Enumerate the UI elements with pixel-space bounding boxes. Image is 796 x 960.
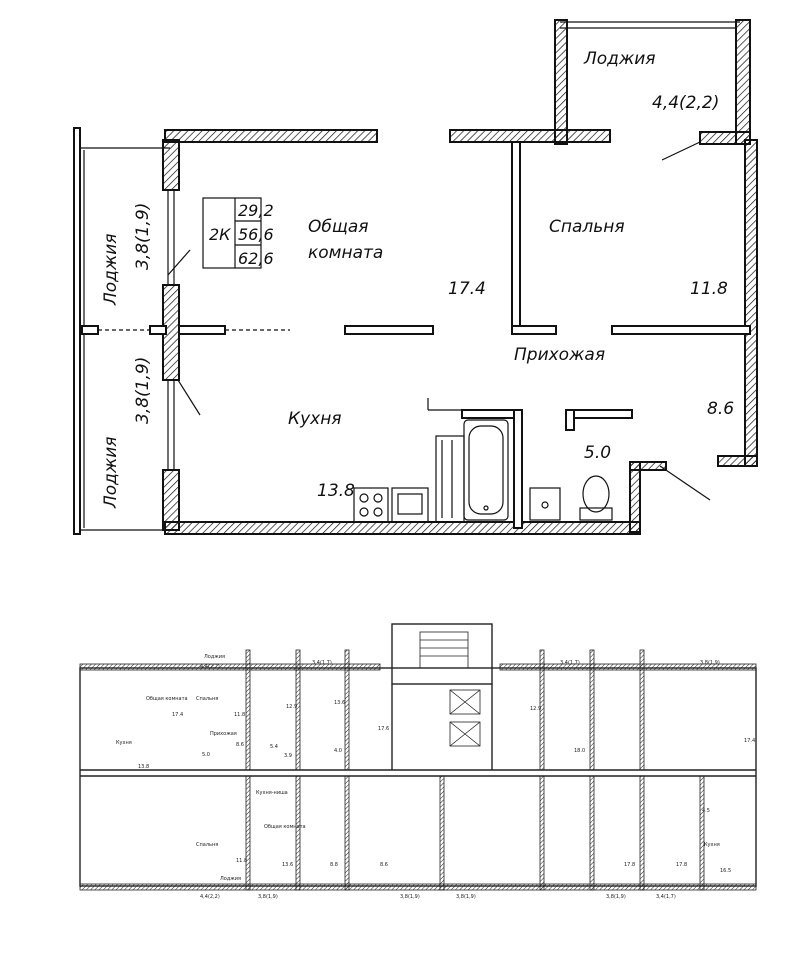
floor-area: 5.0 [202,752,210,758]
floor-loggia-top-4: 3,8(1,9) [700,660,720,666]
kitchen-label: Кухня [288,409,342,429]
door-swings [167,141,711,501]
total-area-value: 56,6 [238,225,274,244]
floor-area-labels: 17.4 11.8 12.9 13.6 5.4 3.9 4.0 17.6 13.… [138,700,755,874]
apartment-plan: 2К 29,2 56,6 62,6 Лоджия 4,4(2,2) Общая … [73,19,758,535]
room-labels: Лоджия 4,4(2,2) Общая комната 17.4 Спаль… [101,49,734,509]
area-box: 2К 29,2 56,6 62,6 [202,197,274,269]
living-room-label: Общая комната [308,217,383,263]
hall-area: 8.6 [707,399,734,419]
floor-room-label: Спальня [196,696,218,702]
kitchen-area: 13.8 [317,481,355,501]
floor-area: 12.9 [286,704,297,710]
floor-area: 8.8 [330,862,338,868]
loggia-left2-area: 3,8(1,9) [133,357,153,424]
floor-loggia-bottom-3: 3,8(1,9) [400,894,420,900]
floor-loggia-bottom-4: 3,8(1,9) [456,894,476,900]
floor-room-label: Кухня [704,842,720,848]
floor-room-label: Прихожая [210,731,237,737]
floor-loggia-bottom-5: 3,8(1,9) [606,894,626,900]
floor-room-label: Кухня [116,740,132,746]
loggia-top-label: Лоджия [583,49,656,69]
loggia-left1-label: Лоджия [101,233,121,306]
floor-outline [79,623,757,887]
floor-area: 5.4 [270,744,278,750]
living-room-area: 17.4 [448,279,486,299]
floor-area: 4.5 [702,808,710,814]
floor-area: 13.8 [138,764,149,770]
loggia-left2-label: Лоджия [101,436,121,509]
floor-area: 12.9 [530,706,541,712]
total-with-loggia-value: 62,6 [238,249,274,268]
floor-area: 17.4 [744,738,755,744]
floor-loggia-top-1: 4,4(2,2) [200,664,220,670]
bedroom-label: Спальня [549,217,625,237]
floor-area: 3.9 [284,753,292,759]
floor-area: 16.5 [720,868,731,874]
interior-walls [178,141,751,529]
floor-area: 13.6 [282,862,293,868]
floor-walls [79,649,757,891]
floor-bottom-loggia-labels: 4,4(2,2) 3,8(1,9) 3,8(1,9) 3,8(1,9) 3,8(… [200,894,676,900]
bedroom-area: 11.8 [690,279,728,299]
floor-room-label: Общая комната [146,696,188,702]
kitchen-fixtures [353,435,465,523]
floor-room-label: Лоджия [204,654,225,660]
floor-area: 18.0 [574,748,585,754]
floor-room-label: Спальня [196,842,218,848]
living-area-value: 29,2 [238,201,274,220]
bathroom-fixtures [463,419,613,521]
floor-loggia-bottom-6: 3,4(1,7) [656,894,676,900]
floor-loggia-top-2: 3,4(1,7) [312,660,332,666]
floor-area: 11.8 [236,858,247,864]
floor-area: 11.8 [234,712,245,718]
floor-loggia-bottom-2: 3,8(1,9) [258,894,278,900]
floor-area: 17.8 [624,862,635,868]
floor-area: 13.6 [334,700,345,706]
floor-top-loggia-labels: 4,4(2,2) 3,4(1,7) 3,4(1,7) 3,8(1,9) [200,660,720,670]
floor-area: 17.8 [676,862,687,868]
floor-area: 17.6 [378,726,389,732]
floor-area: 8.6 [236,742,244,748]
floor-room-label: Кухня-ниша [256,790,288,796]
loggia-top-area: 4,4(2,2) [652,93,719,113]
bathroom-area: 5.0 [584,443,611,463]
floor-room-labels: Лоджия Спальня Общая комната Кухня Прихо… [116,654,720,882]
loggia-left1-area: 3,8(1,9) [133,203,153,270]
living-room-label-line2: комната [308,243,383,263]
apartment-type: 2К [209,225,231,244]
floor-room-label: Общая комната [264,824,306,830]
hall-label: Прихожая [514,345,605,365]
floor-area: 17.4 [172,712,183,718]
floor-room-label: Лоджия [220,876,241,882]
floor-loggia-top-3: 3,4(1,7) [560,660,580,666]
stair-and-elevators [419,631,481,747]
floor-area: 4.0 [334,748,342,754]
floor-area: 8.6 [380,862,388,868]
floor-loggia-bottom-1: 4,4(2,2) [200,894,220,900]
